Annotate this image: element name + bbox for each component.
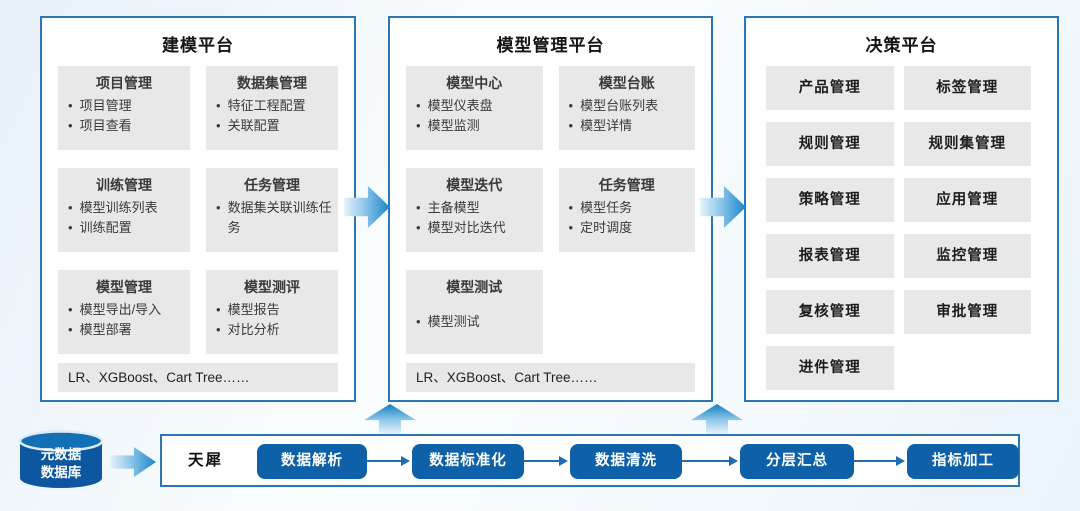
card-item: 对比分析: [214, 320, 334, 340]
card-item: 模型报告: [214, 300, 334, 320]
card-item: 模型对比迭代: [414, 218, 539, 238]
decision-module-report: 报表管理: [766, 234, 894, 278]
card-title: 模型测试: [446, 279, 503, 295]
data-pipeline-panel: 天犀 数据解析 数据标准化 数据清洗 分层汇总 指标加工: [160, 434, 1020, 487]
card-title: 任务管理: [598, 177, 655, 193]
pipeline-connector-arrow-icon: [524, 456, 568, 466]
pipeline-connector-arrow-icon: [854, 456, 905, 466]
decision-module-strategy: 策略管理: [766, 178, 894, 222]
card-item: 训练配置: [66, 218, 186, 238]
database-icon: [18, 430, 104, 488]
decision-platform-panel: 决策平台 产品管理 标签管理 规则管理 规则集管理 策略管理 应用管理 报表管理…: [744, 16, 1059, 402]
flow-arrow-up-icon: [691, 404, 743, 435]
modeling-platform-panel: 建模平台 项目管理 项目管理 项目查看 数据集管理 特征工程配置 关联配置 训练…: [40, 16, 356, 402]
decision-module-application: 应用管理: [903, 178, 1031, 222]
modeling-platform-title: 建模平台: [162, 36, 234, 55]
decision-module-product: 产品管理: [766, 66, 894, 110]
card-title: 模型测评: [244, 279, 300, 295]
card-title: 模型中心: [446, 75, 503, 91]
card-title: 任务管理: [244, 177, 300, 193]
decision-button-grid: 产品管理 标签管理 规则管理 规则集管理 策略管理 应用管理 报表管理 监控管理…: [746, 56, 1057, 390]
flow-arrow-up-icon: [364, 404, 416, 435]
card-dataset-management: 数据集管理 特征工程配置 关联配置: [206, 66, 338, 150]
card-task-management: 任务管理 数据集关联训练任务: [206, 168, 338, 252]
card-title: 训练管理: [96, 177, 152, 193]
card-title: 数据集管理: [237, 75, 307, 91]
pipeline-step-data-cleaning: 数据清洗: [570, 444, 682, 479]
model-management-platform-title: 模型管理平台: [496, 36, 605, 55]
card-title: 项目管理: [96, 75, 152, 91]
card-item: 模型测试: [414, 312, 539, 332]
card-item: 模型训练列表: [66, 198, 186, 218]
pipeline-connector-arrow-icon: [682, 456, 738, 466]
modeling-card-grid: 项目管理 项目管理 项目查看 数据集管理 特征工程配置 关联配置 训练管理 模型…: [42, 56, 354, 354]
database-label-line2: 数据库: [40, 465, 82, 480]
card-model-iteration: 模型迭代 主备模型 模型对比迭代: [406, 168, 543, 252]
decision-module-label: 标签管理: [903, 66, 1031, 110]
card-item: 模型台账列表: [567, 96, 692, 116]
model-management-card-grid: 模型中心 模型仪表盘 模型监测 模型台账 模型台账列表 模型详情 模型迭代 主备…: [390, 56, 711, 354]
decision-module-review: 复核管理: [766, 290, 894, 334]
tianxi-engine-label: 天犀: [188, 452, 224, 469]
card-item: 项目查看: [66, 116, 186, 136]
model-management-platform-panel: 模型管理平台 模型中心 模型仪表盘 模型监测 模型台账 模型台账列表 模型详情 …: [388, 16, 713, 402]
card-model-testing: 模型测试 模型测试: [406, 270, 543, 354]
flow-arrow-right-icon: [110, 447, 156, 477]
card-model-management: 模型管理 模型导出/导入 模型部署: [58, 270, 190, 354]
card-item: 数据集关联训练任务: [214, 198, 334, 238]
card-item: 模型仪表盘: [414, 96, 539, 116]
pipeline-connector-arrow-icon: [367, 456, 410, 466]
pipeline-step-data-standardization: 数据标准化: [412, 444, 524, 479]
pipeline-step-metric-processing: 指标加工: [907, 444, 1019, 479]
metadata-database-cylinder: 元数据 数据库: [16, 430, 106, 490]
algorithms-footer: LR、XGBoost、Cart Tree……: [58, 363, 338, 392]
pipeline-step-data-parsing: 数据解析: [257, 444, 367, 479]
pipeline-step-layered-aggregation: 分层汇总: [740, 444, 854, 479]
card-project-management: 项目管理 项目管理 项目查看: [58, 66, 190, 150]
card-item: 模型任务: [567, 198, 692, 218]
card-item: 模型导出/导入: [66, 300, 186, 320]
card-item: 模型监测: [414, 116, 539, 136]
card-task-management: 任务管理 模型任务 定时调度: [558, 168, 695, 252]
card-training-management: 训练管理 模型训练列表 训练配置: [58, 168, 190, 252]
decision-module-rule: 规则管理: [766, 122, 894, 166]
decision-module-ruleset: 规则集管理: [903, 122, 1031, 166]
decision-module-intake: 进件管理: [766, 346, 894, 390]
card-item: 关联配置: [214, 116, 334, 136]
card-item: 定时调度: [567, 218, 692, 238]
card-item: 模型详情: [567, 116, 692, 136]
card-item: 项目管理: [66, 96, 186, 116]
card-title: 模型台账: [598, 75, 655, 91]
decision-module-approval: 审批管理: [903, 290, 1031, 334]
card-title: 模型迭代: [446, 177, 503, 193]
card-title: 模型管理: [96, 279, 152, 295]
card-model-center: 模型中心 模型仪表盘 模型监测: [406, 66, 543, 150]
decision-platform-title: 决策平台: [865, 36, 938, 55]
card-item: 特征工程配置: [214, 96, 334, 116]
algorithms-footer: LR、XGBoost、Cart Tree……: [406, 363, 695, 392]
card-item: 模型部署: [66, 320, 186, 340]
card-model-evaluation: 模型测评 模型报告 对比分析: [206, 270, 338, 354]
decision-module-monitoring: 监控管理: [903, 234, 1031, 278]
database-label-line1: 元数据: [40, 447, 82, 462]
card-model-ledger: 模型台账 模型台账列表 模型详情: [558, 66, 695, 150]
card-item: 主备模型: [414, 198, 539, 218]
